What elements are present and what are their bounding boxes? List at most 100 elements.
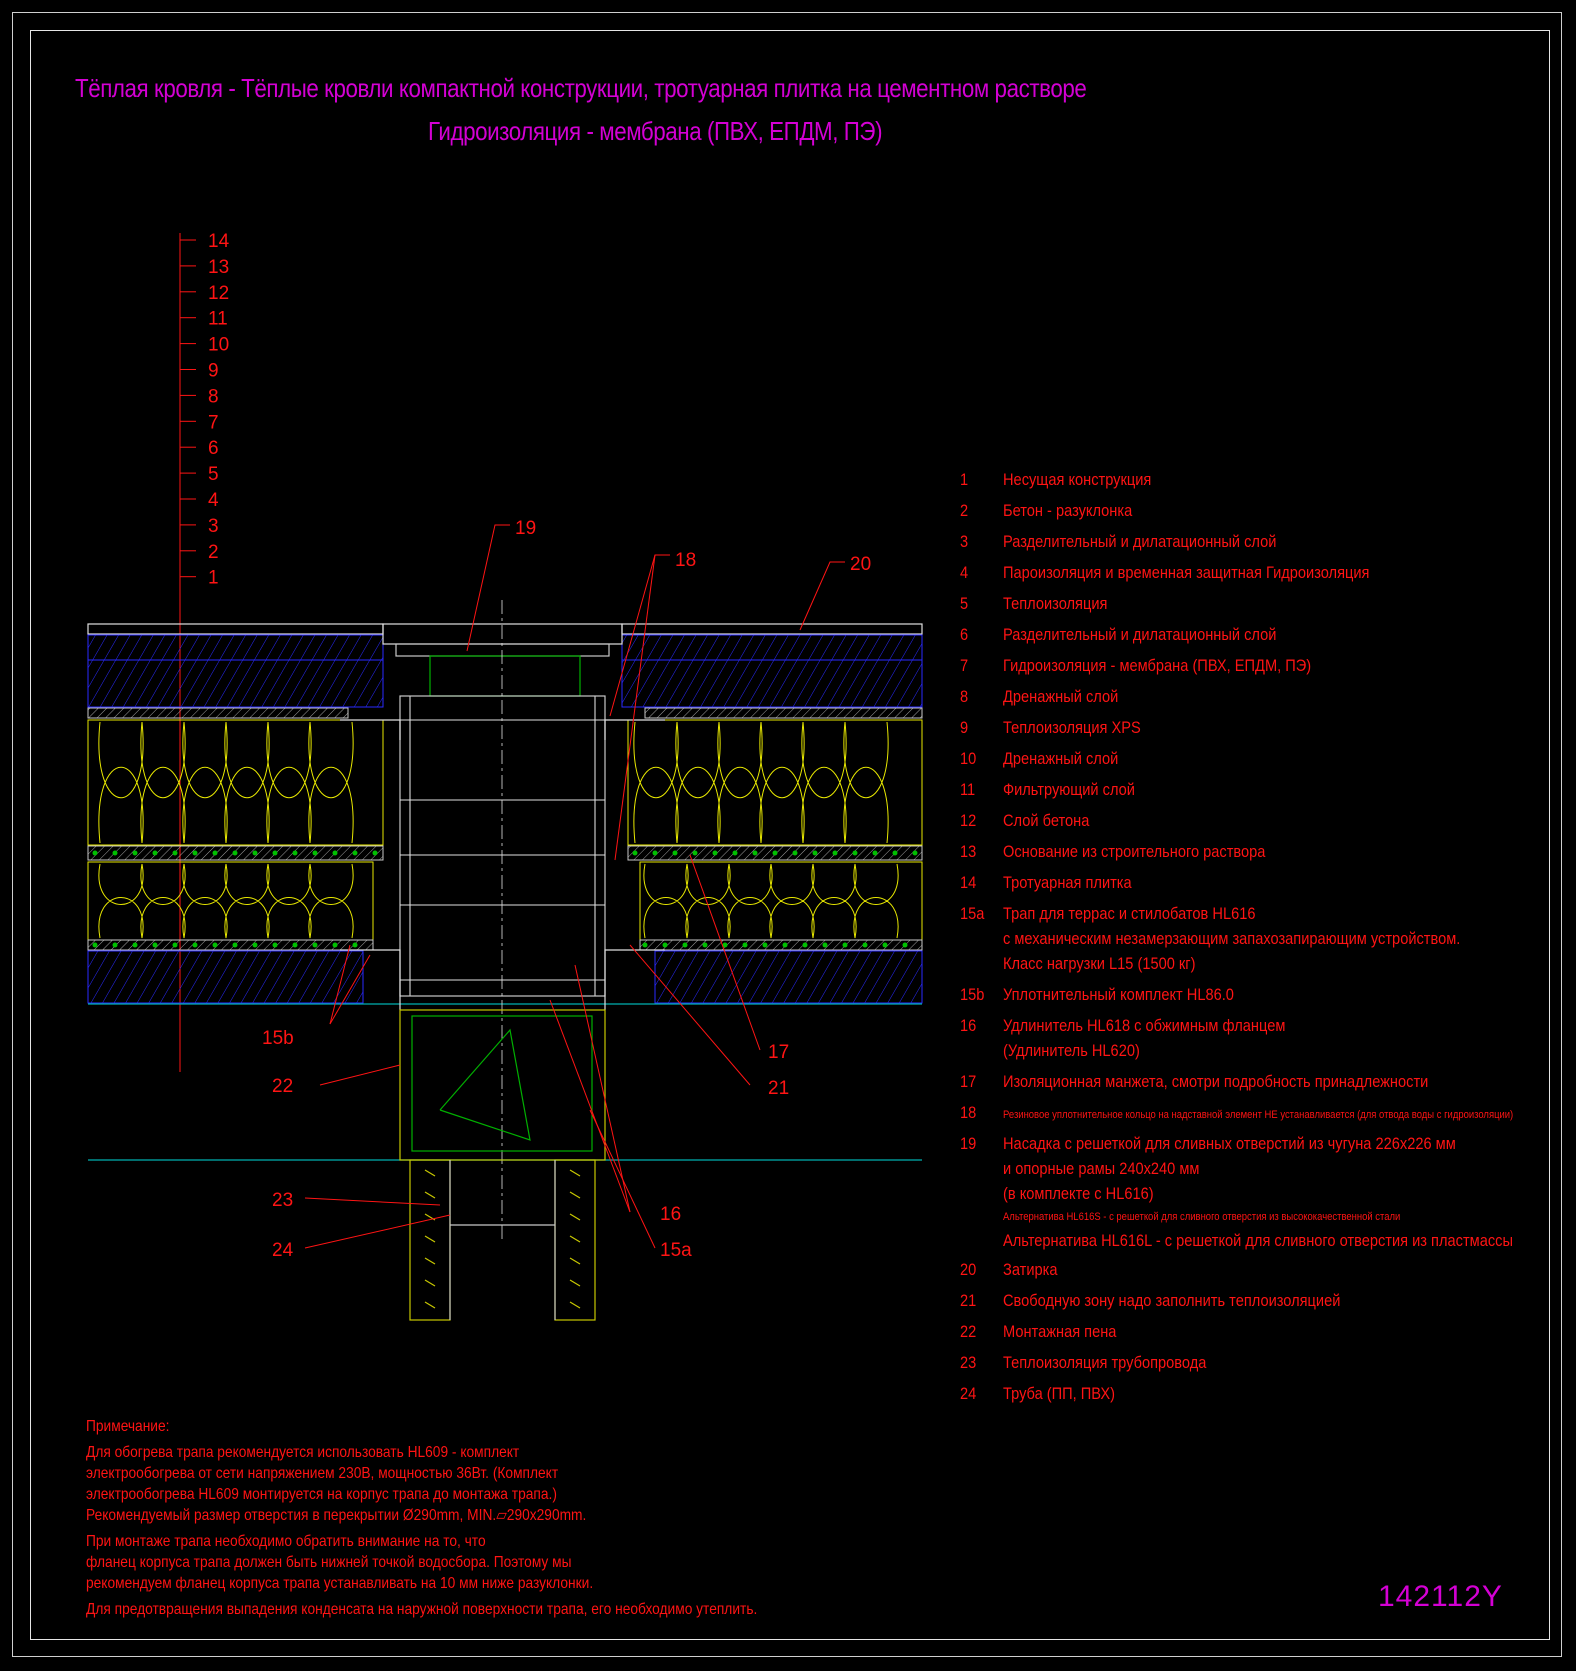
legend-number: 15b: [960, 985, 985, 1004]
legend-number: 8: [960, 687, 969, 706]
legend-line: Удлинитель HL618 с обжимным фланцем: [1003, 1016, 1286, 1035]
legend-number: 22: [960, 1322, 977, 1341]
drain-body: [340, 600, 665, 1321]
legend-number: 4: [960, 563, 969, 582]
scale-label-4: 4: [208, 490, 219, 511]
legend-line: Изоляционная манжета, смотри подробность…: [1003, 1072, 1429, 1091]
legend-text: Изоляционная манжета, смотри подробность…: [1003, 1072, 1428, 1097]
legend-number: 16: [960, 1016, 977, 1035]
notes-heading: Примечание:: [86, 1418, 170, 1435]
legend-text: Слой бетона: [1003, 811, 1089, 836]
callout-20: 20: [850, 554, 871, 575]
legend-text: Удлинитель HL618 с обжимным фланцем (Удли…: [1003, 1016, 1285, 1066]
legend-line: (Удлинитель HL620): [1003, 1041, 1140, 1060]
notes: Примечание: Для обогрева трапа рекоменду…: [86, 1416, 757, 1625]
legend-line: Уплотнительный комплект HL86.0: [1003, 985, 1234, 1004]
legend-text: Бетон - разуклонка: [1003, 501, 1132, 526]
legend-text: Несущая конструкция: [1003, 470, 1151, 495]
legend-number: 21: [960, 1291, 977, 1310]
legend-line: Дренажный слой: [1003, 749, 1119, 768]
scale-label-12: 12: [208, 283, 229, 304]
scale-label-2: 2: [208, 542, 219, 563]
legend-number: 2: [960, 501, 969, 520]
legend-number: 23: [960, 1353, 977, 1372]
legend-text: Дренажный слой: [1003, 687, 1118, 712]
legend-number: 10: [960, 749, 977, 768]
callout-17: 17: [768, 1042, 789, 1063]
legend-text: Труба (ПП, ПВХ): [1003, 1384, 1115, 1409]
drawing-code: 142112Y: [1378, 1580, 1503, 1613]
outer-frame: [12, 12, 1562, 1657]
legend-text: Гидроизоляция - мембрана (ПВХ, ЕПДМ, ПЭ): [1003, 656, 1311, 681]
legend-line: Основание из строительного раствора: [1003, 842, 1266, 861]
note-line: Рекомендуемый размер отверстия в перекры…: [86, 1507, 587, 1524]
scale-label-13: 13: [208, 257, 229, 278]
note-line: Для предотвращения выпадения конденсата …: [86, 1601, 758, 1618]
legend-text: Теплоизоляция трубопровода: [1003, 1353, 1206, 1378]
legend-number: 15a: [960, 904, 985, 923]
legend-text: Уплотнительный комплект HL86.0: [1003, 985, 1234, 1010]
callout-16: 16: [660, 1204, 681, 1225]
legend-line: Свободную зону надо заполнить теплоизоля…: [1003, 1291, 1341, 1310]
notes-paragraph-2: При монтаже трапа необходимо обратить вн…: [86, 1531, 757, 1594]
legend-text: Монтажная пена: [1003, 1322, 1116, 1347]
legend-number: 24: [960, 1384, 977, 1403]
note-line: рекомендуем фланец корпуса трапа устанав…: [86, 1575, 594, 1592]
title-line-2: Гидроизоляция - мембрана (ПВХ, ЕПДМ, ПЭ): [428, 116, 883, 146]
legend-number: 5: [960, 594, 969, 613]
callout-24: 24: [272, 1240, 294, 1261]
legend-line: Альтернатива HL616L - с решеткой для сли…: [1003, 1231, 1513, 1250]
legend-number: 1: [960, 470, 969, 489]
scale-label-6: 6: [208, 438, 219, 459]
legend-line: Монтажная пена: [1003, 1322, 1117, 1341]
legend-number: 18: [960, 1103, 977, 1122]
legend-line: Теплоизоляция XPS: [1003, 718, 1141, 737]
scale-label-11: 11: [208, 309, 228, 330]
scale-label-9: 9: [208, 361, 219, 382]
legend-text: Фильтрующий слой: [1003, 780, 1135, 805]
legend-line: Тротуарная плитка: [1003, 873, 1132, 892]
legend-number: 17: [960, 1072, 977, 1091]
note-line: При монтаже трапа необходимо обратить вн…: [86, 1533, 486, 1550]
legend-line: Несущая конструкция: [1003, 470, 1152, 489]
legend-line: Фильтрующий слой: [1003, 780, 1135, 799]
legend-line: Класс нагрузки L15 (1500 кг): [1003, 954, 1196, 973]
scale-label-10: 10: [208, 335, 229, 356]
legend-text: Теплоизоляция XPS: [1003, 718, 1141, 743]
inner-frame: [30, 30, 1550, 1640]
legend-text: Разделительный и дилатационный слой: [1003, 625, 1276, 650]
scale-label-7: 7: [208, 412, 219, 433]
legend-text: Трап для террас и стилобатов HL616 с мех…: [1003, 904, 1460, 979]
notes-paragraph-3: Для предотвращения выпадения конденсата …: [86, 1599, 757, 1620]
note-line: Для обогрева трапа рекомендуется использ…: [86, 1444, 520, 1461]
note-line: фланец корпуса трапа должен быть нижней …: [86, 1554, 572, 1571]
notes-paragraph-1: Для обогрева трапа рекомендуется использ…: [86, 1442, 757, 1526]
legend-number: 13: [960, 842, 977, 861]
callout-15a: 15a: [660, 1240, 692, 1261]
legend-text: Теплоизоляция: [1003, 594, 1107, 619]
legend-line: Насадка с решеткой для сливных отверстий…: [1003, 1134, 1456, 1153]
callout-15b: 15b: [262, 1028, 294, 1049]
note-line: электрообогрева от сети напряжением 230В…: [86, 1465, 559, 1482]
scale-label-5: 5: [208, 464, 219, 485]
legend-text: Резиновое уплотнительное кольцо на надст…: [1003, 1103, 1513, 1134]
callout-labels: 19 18 20 15b 22 17 21 23 24 16 15a: [262, 518, 871, 1261]
legend-line: и опорные рамы 240x240 мм: [1003, 1159, 1200, 1178]
callout-22: 22: [272, 1076, 293, 1097]
legend-number: 20: [960, 1260, 977, 1279]
legend-line: с механическим незамерзающим запахозапир…: [1003, 929, 1461, 948]
legend-line: Теплоизоляция: [1003, 594, 1108, 613]
legend-text: Дренажный слой: [1003, 749, 1118, 774]
callout-21: 21: [768, 1078, 789, 1099]
scale-label-8: 8: [208, 386, 219, 407]
legend-small-note: Резиновое уплотнительное кольцо на надст…: [1003, 1109, 1514, 1121]
legend-number: 3: [960, 532, 969, 551]
scale-label-1: 1: [208, 568, 219, 589]
legend-line: Бетон - разуклонка: [1003, 501, 1133, 520]
legend-text: Затирка: [1003, 1260, 1057, 1285]
legend-text: Свободную зону надо заполнить теплоизоля…: [1003, 1291, 1340, 1316]
legend-line: Трап для террас и стилобатов HL616: [1003, 904, 1256, 923]
legend-line: Пароизоляция и временная защитная Гидрои…: [1003, 563, 1370, 582]
legend-number: 19: [960, 1134, 977, 1153]
